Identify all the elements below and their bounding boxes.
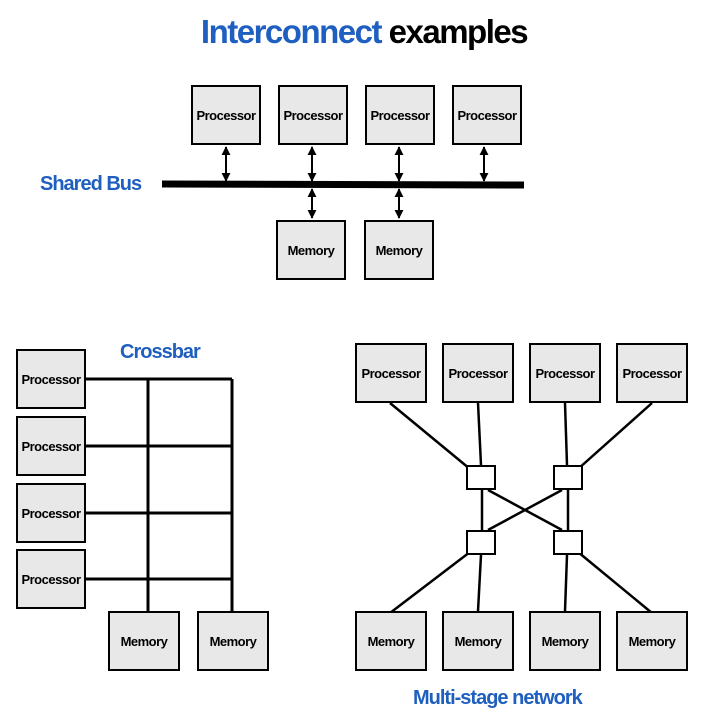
ms-processor-2: Processor [442, 343, 514, 403]
ms-switch-4 [553, 530, 583, 555]
crossbar-label: Crossbar [120, 341, 201, 363]
ms-memory-3: Memory [529, 611, 601, 671]
crossbar-processor-1: Processor [16, 349, 86, 409]
ms-processor-3: Processor [529, 343, 601, 403]
page-title: Interconnect examples [0, 10, 728, 54]
crossbar-grid [86, 377, 234, 611]
bus-memory-2: Memory [364, 220, 434, 280]
multistage-wires [389, 402, 653, 614]
ms-memory-4: Memory [616, 611, 688, 671]
ms-processor-1: Processor [355, 343, 427, 403]
ms-memory-2: Memory [442, 611, 514, 671]
crossbar-memory-1: Memory [108, 611, 180, 671]
title-rest: examples [380, 13, 529, 50]
bus-processor-4: Processor [452, 85, 522, 145]
ms-processor-4: Processor [616, 343, 688, 403]
ms-switch-1 [466, 465, 496, 490]
bus-processor-2: Processor [278, 85, 348, 145]
ms-switch-2 [553, 465, 583, 490]
crossbar-memory-2: Memory [197, 611, 269, 671]
title-highlight: Interconnect [200, 13, 383, 50]
bus-line [161, 180, 525, 189]
ms-memory-1: Memory [355, 611, 427, 671]
crossbar-processor-3: Processor [16, 483, 86, 543]
bus-processor-3: Processor [365, 85, 435, 145]
bus-memory-1: Memory [276, 220, 346, 280]
crossbar-processor-2: Processor [16, 416, 86, 476]
multistage-label: Multi-stage network [413, 687, 583, 709]
crossbar-processor-4: Processor [16, 549, 86, 609]
bus-processor-1: Processor [191, 85, 261, 145]
bus-arrows [221, 146, 489, 219]
shared-bus-label: Shared Bus [40, 173, 142, 195]
ms-switch-3 [466, 530, 496, 555]
